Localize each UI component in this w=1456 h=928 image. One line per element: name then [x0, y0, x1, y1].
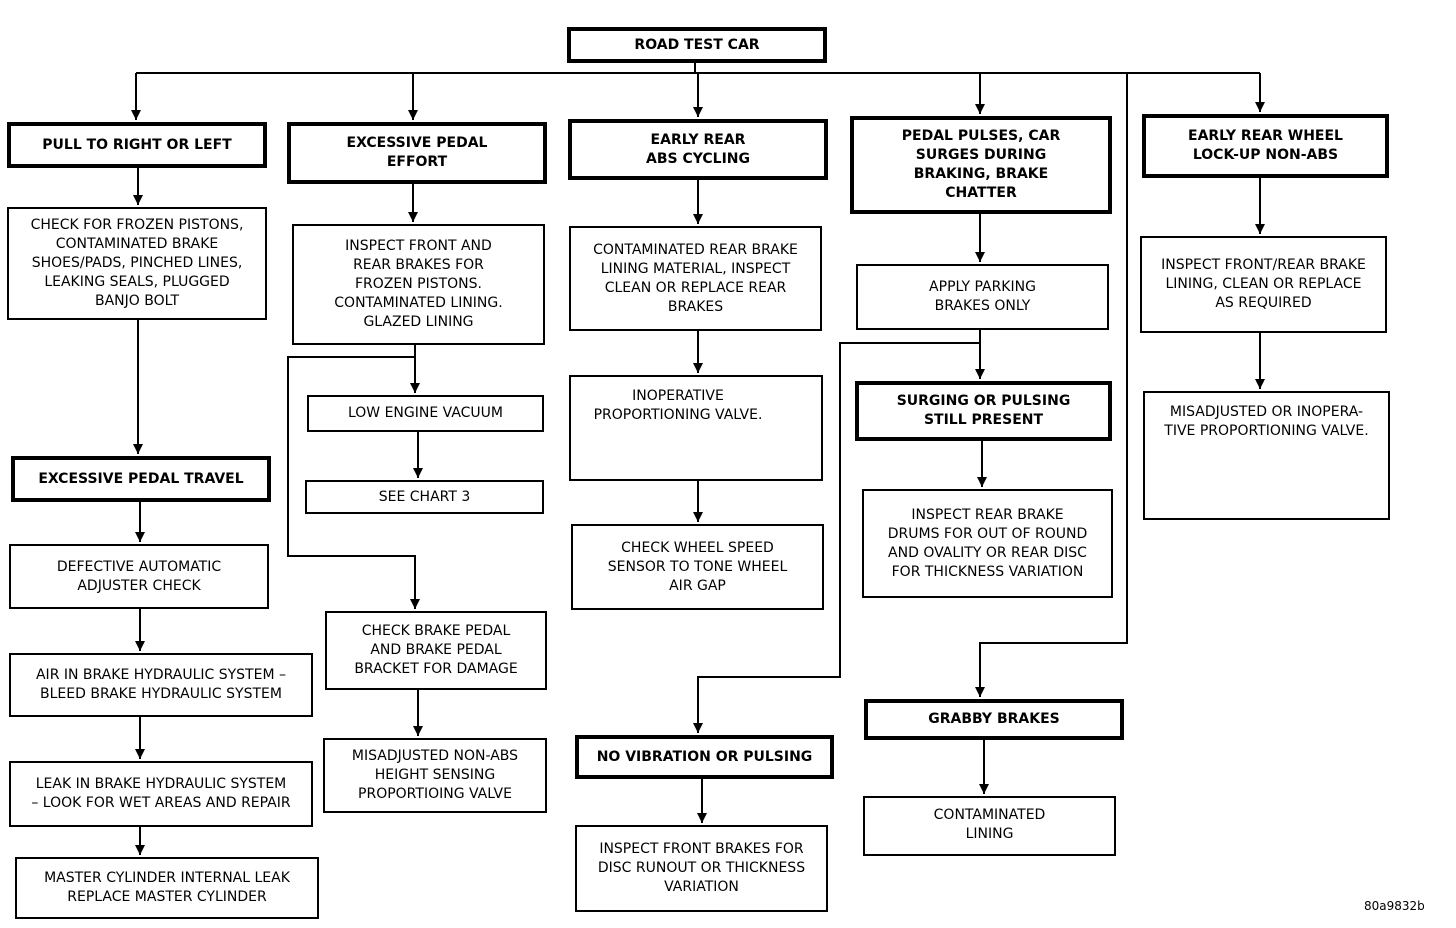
node-misadjusted-or-inoperative-valve: MISADJUSTED OR INOPERA- TIVE PROPORTIONI…	[1143, 391, 1390, 520]
node-air-in-brake-hydraulic-system: AIR IN BRAKE HYDRAULIC SYSTEM – BLEED BR…	[9, 653, 313, 717]
connector	[287, 345, 420, 609]
connector	[693, 330, 981, 733]
node-early-rear-abs-cycling: EARLY REAR ABS CYCLING	[568, 119, 828, 180]
node-pull-to-right-or-left: PULL TO RIGHT OR LEFT	[7, 122, 267, 168]
node-grabby-brakes: GRABBY BRAKES	[864, 699, 1124, 740]
node-surging-or-pulsing-still-present: SURGING OR PULSING STILL PRESENT	[855, 381, 1112, 441]
node-contaminated-lining: CONTAMINATED LINING	[863, 796, 1116, 856]
node-leak-in-brake-hydraulic-system: LEAK IN BRAKE HYDRAULIC SYSTEM – LOOK FO…	[9, 761, 313, 827]
node-no-vibration-or-pulsing: NO VIBRATION OR PULSING	[575, 735, 834, 779]
node-defective-automatic-adjuster: DEFECTIVE AUTOMATIC ADJUSTER CHECK	[9, 544, 269, 609]
node-inspect-rear-brake-drums: INSPECT REAR BRAKE DRUMS FOR OUT OF ROUN…	[862, 489, 1113, 598]
node-apply-parking-brakes-only: APPLY PARKING BRAKES ONLY	[856, 264, 1109, 330]
node-contaminated-rear-brake-lining: CONTAMINATED REAR BRAKE LINING MATERIAL,…	[569, 226, 822, 331]
figure-reference-code: 80a9832b	[1364, 899, 1425, 913]
node-inspect-front-and-rear-brakes: INSPECT FRONT AND REAR BRAKES FOR FROZEN…	[292, 224, 545, 345]
node-check-wheel-speed-sensor: CHECK WHEEL SPEED SENSOR TO TONE WHEEL A…	[571, 524, 824, 610]
node-misadjusted-non-abs-valve: MISADJUSTED NON-ABS HEIGHT SENSING PROPO…	[323, 738, 547, 813]
node-excessive-pedal-effort: EXCESSIVE PEDAL EFFORT	[287, 122, 547, 184]
node-inspect-front-rear-brake-lining: INSPECT FRONT/REAR BRAKE LINING, CLEAN O…	[1140, 236, 1387, 333]
node-pedal-pulses-car-surges: PEDAL PULSES, CAR SURGES DURING BRAKING,…	[850, 116, 1112, 214]
connector	[975, 73, 1128, 697]
node-check-brake-pedal: CHECK BRAKE PEDAL AND BRAKE PEDAL BRACKE…	[325, 611, 547, 690]
node-check-frozen-pistons: CHECK FOR FROZEN PISTONS, CONTAMINATED B…	[7, 207, 267, 320]
node-inoperative-proportioning-valve: INOPERATIVE PROPORTIONING VALVE.	[569, 375, 823, 481]
node-master-cylinder-internal-leak: MASTER CYLINDER INTERNAL LEAK REPLACE MA…	[15, 857, 319, 919]
node-low-engine-vacuum: LOW ENGINE VACUUM	[307, 395, 544, 432]
node-excessive-pedal-travel: EXCESSIVE PEDAL TRAVEL	[11, 456, 271, 502]
node-inspect-front-disc-runout: INSPECT FRONT BRAKES FOR DISC RUNOUT OR …	[575, 825, 828, 912]
node-early-rear-wheel-lockup: EARLY REAR WHEEL LOCK-UP NON-ABS	[1142, 114, 1389, 178]
node-see-chart-3: SEE CHART 3	[305, 480, 544, 514]
node-road-test-car: ROAD TEST CAR	[567, 27, 827, 63]
